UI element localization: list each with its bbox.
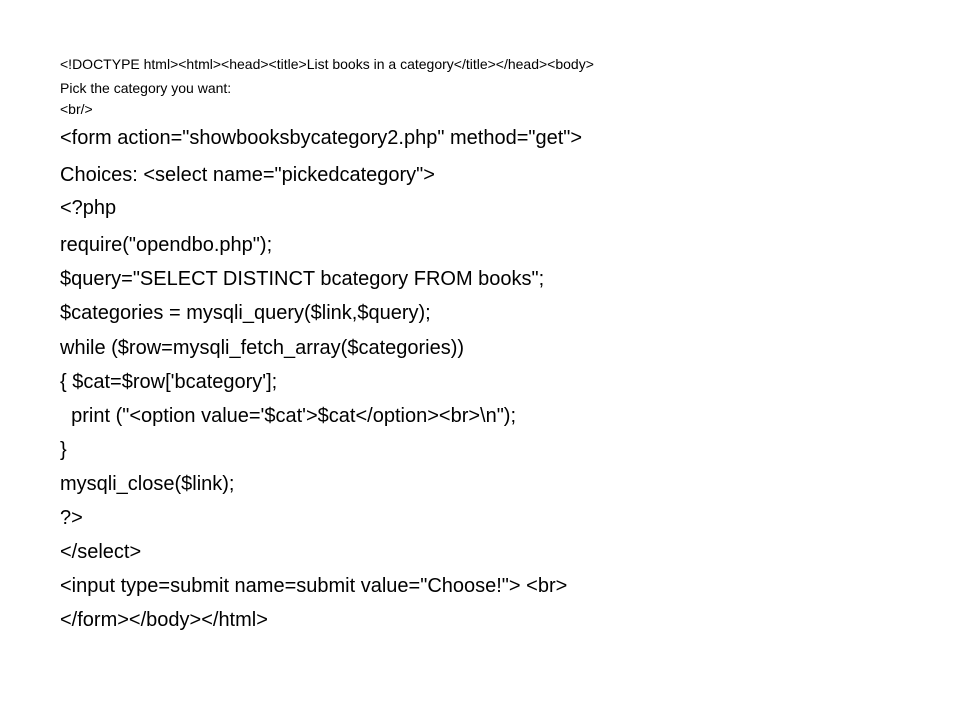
- code-line-categories: $categories = mysqli_query($link,$query)…: [60, 302, 431, 324]
- code-line-choices: Choices: <select name="pickedcategory">: [60, 164, 435, 186]
- code-line-php-close: ?>: [60, 507, 83, 529]
- code-line-print: print ("<option value='$cat'>$cat</optio…: [60, 405, 517, 427]
- code-line-select-close: </select>: [60, 541, 142, 563]
- header-line-prompt: Pick the category you want:: [60, 80, 232, 96]
- code-line-require: require("opendbo.php");: [60, 234, 273, 256]
- code-line-mysqli-close: mysqli_close($link);: [60, 473, 235, 495]
- code-line-form: <form action="showbooksbycategory2.php" …: [60, 127, 583, 149]
- code-line-php-open: <?php: [60, 197, 117, 219]
- code-line-query: $query="SELECT DISTINCT bcategory FROM b…: [60, 268, 545, 290]
- header-line-br: <br/>: [60, 101, 93, 117]
- code-line-form-close: </form></body></html>: [60, 609, 268, 631]
- code-line-while: while ($row=mysqli_fetch_array($categori…: [60, 337, 465, 359]
- code-line-cat: { $cat=$row['bcategory'];: [60, 371, 278, 393]
- header-line-doctype: <!DOCTYPE html><html><head><title>List b…: [60, 56, 594, 72]
- code-line-close-brace: }: [60, 439, 67, 461]
- code-line-input: <input type=submit name=submit value="Ch…: [60, 575, 568, 597]
